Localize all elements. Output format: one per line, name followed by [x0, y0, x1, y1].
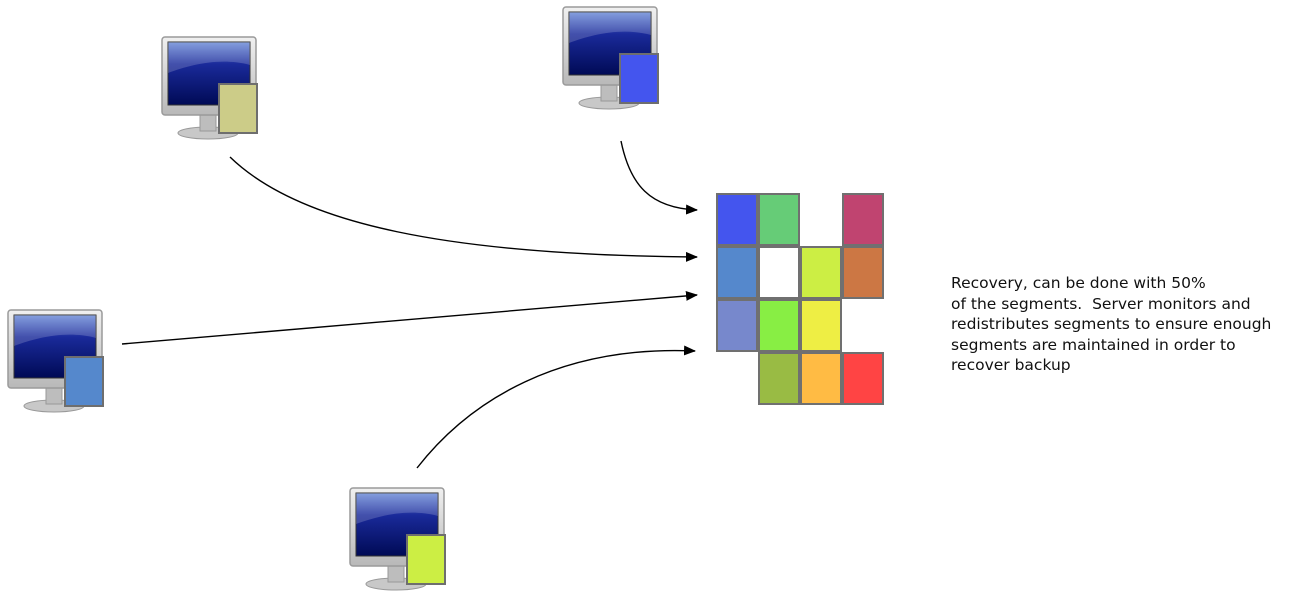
arrow-left [121, 290, 698, 345]
segment-cell [758, 246, 800, 299]
segment-cell [758, 193, 800, 246]
segment-cell [800, 246, 842, 299]
segment-cell [716, 246, 758, 299]
caption-line: Recovery, can be done with 50% [951, 274, 1206, 292]
arrow-top-center [620, 140, 698, 215]
segment-cell [800, 352, 842, 405]
document-icon [218, 83, 258, 134]
segment-cell [842, 246, 884, 299]
caption-line: of the segments. Server monitors and [951, 294, 1251, 313]
document-icon [406, 534, 446, 585]
segment-cell [800, 299, 842, 352]
arrow-bottom [416, 345, 696, 469]
caption-line: segments are maintained in order to [951, 335, 1236, 354]
segment-cell [758, 299, 800, 352]
segment-grid [716, 193, 884, 407]
caption-line: recover backup [951, 356, 1071, 374]
document-icon [619, 53, 659, 104]
computer-top-left [160, 35, 260, 140]
segment-cell [842, 193, 884, 246]
computer-top-center [561, 5, 661, 110]
segment-cell [716, 299, 758, 352]
segment-cell [842, 352, 884, 405]
caption-line: redistributes segments to ensure enough [951, 315, 1272, 333]
recovery-caption: Recovery, can be done with 50% of the se… [951, 273, 1305, 376]
computer-monitor-icon [161, 36, 257, 140]
arrow-top-left [229, 156, 698, 262]
computer-bottom [348, 486, 448, 591]
segment-cell [716, 193, 758, 246]
segment-cell [758, 352, 800, 405]
computer-left [6, 308, 106, 413]
document-icon [64, 356, 104, 407]
